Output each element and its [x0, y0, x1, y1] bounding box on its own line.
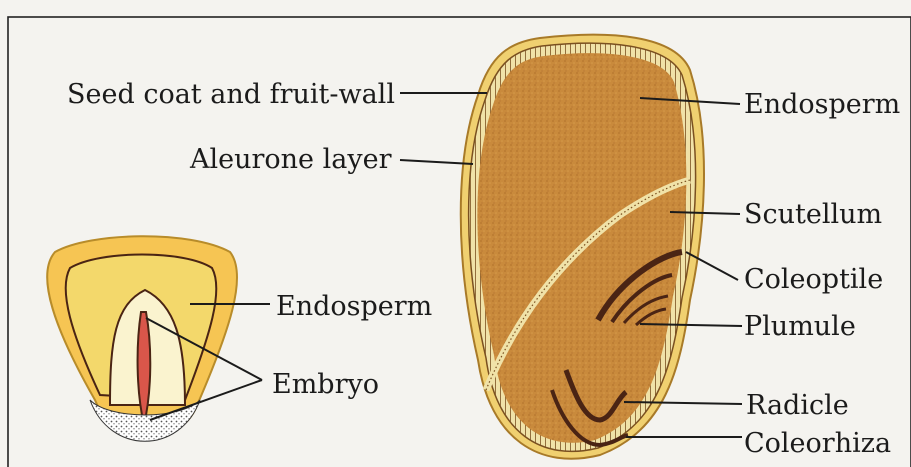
label-left-endosperm: Endosperm: [276, 291, 432, 322]
label-radicle: Radicle: [746, 390, 849, 421]
label-coleorhiza: Coleorhiza: [744, 428, 891, 459]
label-right-endosperm: Endosperm: [744, 89, 900, 120]
label-coleoptile: Coleoptile: [744, 264, 883, 295]
label-scutellum: Scutellum: [744, 199, 882, 230]
label-plumule: Plumule: [744, 311, 856, 342]
label-aleurone: Aleurone layer: [189, 144, 392, 175]
label-seed-coat: Seed coat and fruit-wall: [67, 79, 395, 110]
label-left-embryo: Embryo: [272, 369, 379, 400]
